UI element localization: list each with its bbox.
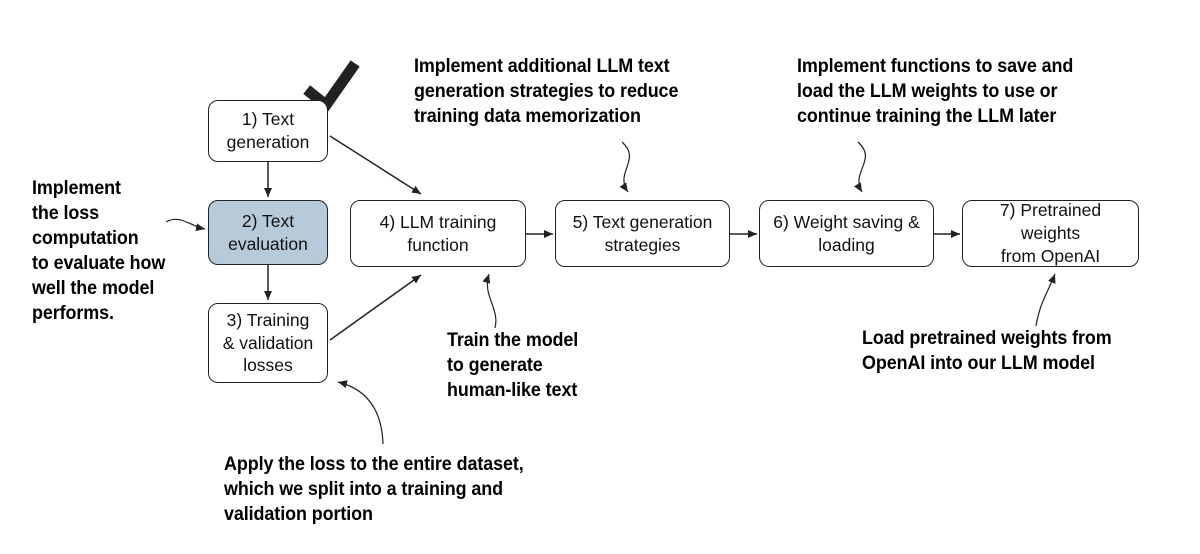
step-training-validation-losses: 3) Training & validation losses: [208, 303, 328, 383]
step-text-generation-strategies: 5) Text generation strategies: [555, 200, 730, 267]
step-text-evaluation: 2) Text evaluation: [208, 200, 328, 265]
arrow-step3-to-step4: [329, 274, 422, 341]
callout-arrow-dataset: [337, 380, 384, 445]
callout-arrow-weights: [853, 141, 866, 193]
note-train-model: Train the model to generate human-like t…: [447, 329, 579, 401]
step-text-generation: 1) Text generation: [208, 100, 328, 162]
note-loss-computation: Implement the loss computation to evalua…: [32, 177, 166, 324]
note-apply-loss-dataset: Apply the loss to the entire dataset, wh…: [224, 453, 524, 525]
callout-arrow-pretrained: [1035, 273, 1056, 327]
step-llm-training-function: 4) LLM training function: [350, 200, 526, 267]
arrow-step1-to-step4: [329, 135, 422, 195]
step-pretrained-weights-openai: 7) Pretrained weights from OpenAI: [962, 200, 1139, 267]
note-weight-saving: Implement functions to save and load the…: [797, 55, 1074, 127]
step-weight-saving-loading: 6) Weight saving & loading: [759, 200, 934, 267]
note-load-pretrained: Load pretrained weights from OpenAI into…: [862, 327, 1112, 374]
callout-arrow-train: [482, 273, 497, 329]
callout-arrow-loss: [165, 218, 206, 232]
note-generation-strategies: Implement additional LLM text generation…: [414, 55, 679, 127]
callout-arrow-strategies: [619, 141, 631, 193]
